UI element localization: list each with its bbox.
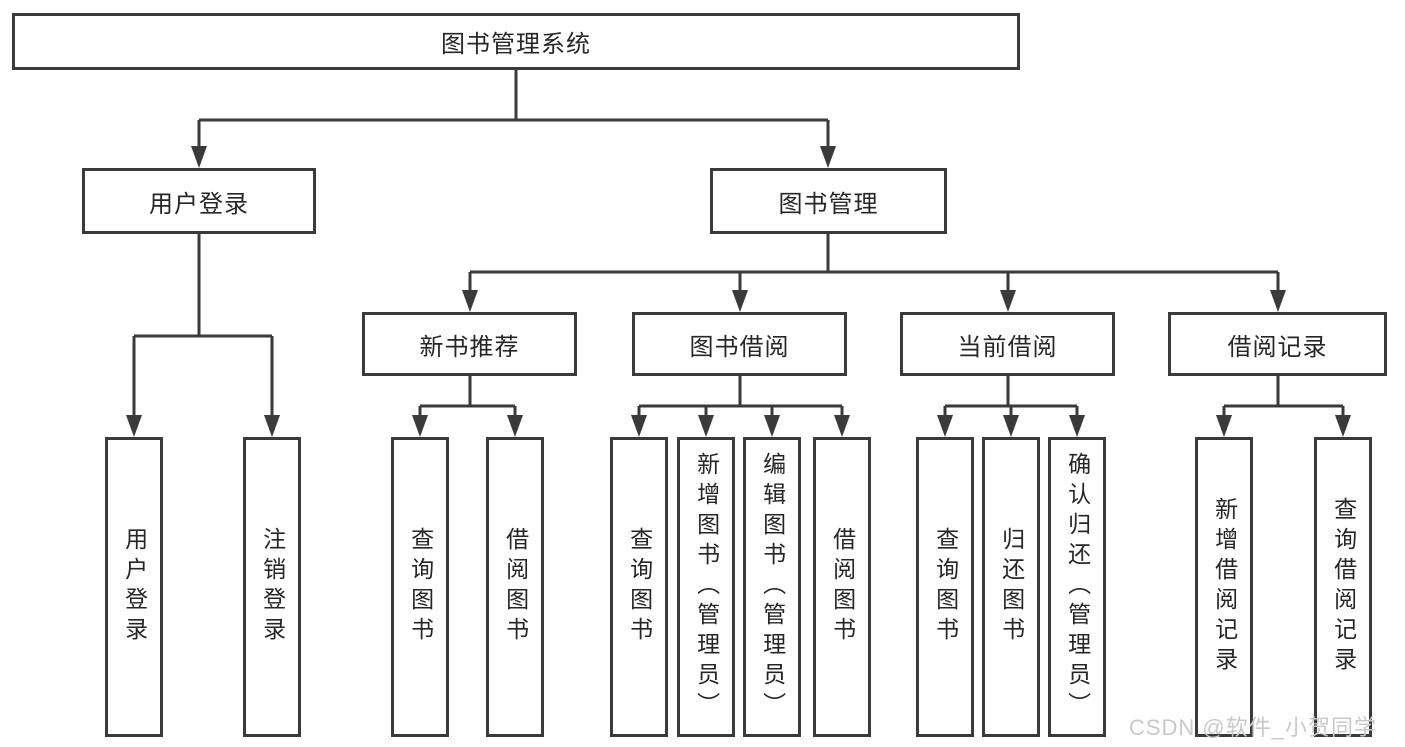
node-label: 新增图书（管理员） <box>693 452 720 722</box>
node-label: 确认归还（管理员） <box>1064 452 1091 722</box>
node-label: 归还图书 <box>998 527 1025 647</box>
arrowhead <box>1216 415 1232 437</box>
node-leaf-borrow-books-recommend: 借阅图书 <box>486 437 544 737</box>
arrowhead <box>462 290 478 312</box>
node-label: 图书管理 <box>778 190 879 218</box>
node-new-book-recommendation: 新书推荐 <box>362 312 577 376</box>
node-book-management: 图书管理 <box>710 168 947 234</box>
node-leaf-logout: 注销登录 <box>243 437 301 737</box>
node-label: 新增借阅记录 <box>1211 497 1238 677</box>
node-label: 查询图书 <box>932 527 959 647</box>
node-label: 用户登录 <box>149 190 249 218</box>
arrowhead <box>126 415 142 437</box>
arrowhead <box>834 415 850 437</box>
node-leaf-add-books-admin: 新增图书（管理员） <box>677 437 735 737</box>
node-label: 查询借阅记录 <box>1330 497 1357 677</box>
node-label: 用户登录 <box>121 527 148 647</box>
node-label: 查询图书 <box>407 527 434 647</box>
node-leaf-query-books-current: 查询图书 <box>916 437 974 737</box>
arrowhead <box>937 415 953 437</box>
arrowhead <box>764 415 780 437</box>
node-label: 借阅图书 <box>502 527 529 647</box>
node-label: 图书管理系统 <box>441 31 591 58</box>
node-leaf-query-books-borrowing: 查询图书 <box>610 437 668 737</box>
arrowhead <box>1270 290 1286 312</box>
node-label: 查询图书 <box>626 527 653 647</box>
arrowhead <box>1069 415 1085 437</box>
node-library-management-system: 图书管理系统 <box>12 13 1020 70</box>
arrowhead <box>820 146 836 168</box>
node-leaf-borrow-books: 借阅图书 <box>813 437 871 737</box>
arrowhead <box>264 415 280 437</box>
node-label: 图书借阅 <box>689 333 790 361</box>
node-label: 编辑图书（管理员） <box>759 452 786 722</box>
node-leaf-edit-books-admin: 编辑图书（管理员） <box>743 437 801 737</box>
node-label: 注销登录 <box>259 527 286 647</box>
node-label: 新书推荐 <box>419 333 520 361</box>
csdn-watermark: CSDN @软件_小贺同学 <box>1128 715 1377 740</box>
node-user-login: 用户登录 <box>82 168 316 234</box>
node-leaf-query-borrow-record: 查询借阅记录 <box>1314 437 1372 737</box>
node-label: 借阅记录 <box>1227 333 1328 361</box>
arrowhead <box>412 415 428 437</box>
node-leaf-add-borrow-record: 新增借阅记录 <box>1195 437 1253 737</box>
node-current-borrowing: 当前借阅 <box>900 312 1115 376</box>
arrowhead <box>732 290 748 312</box>
node-leaf-query-books-recommend: 查询图书 <box>391 437 449 737</box>
arrowhead <box>507 415 523 437</box>
node-leaf-return-books: 归还图书 <box>982 437 1040 737</box>
node-leaf-user-login: 用户登录 <box>105 437 163 737</box>
arrowhead <box>1003 415 1019 437</box>
node-book-borrowing: 图书借阅 <box>632 312 847 376</box>
node-borrowing-records: 借阅记录 <box>1168 312 1387 376</box>
arrowhead <box>1335 415 1351 437</box>
node-label: 借阅图书 <box>829 527 856 647</box>
arrowhead <box>191 146 207 168</box>
node-label: 当前借阅 <box>957 333 1058 361</box>
node-leaf-confirm-return-admin: 确认归还（管理员） <box>1048 437 1106 737</box>
arrowhead <box>631 415 647 437</box>
arrowhead <box>1000 290 1016 312</box>
arrowhead <box>698 415 714 437</box>
